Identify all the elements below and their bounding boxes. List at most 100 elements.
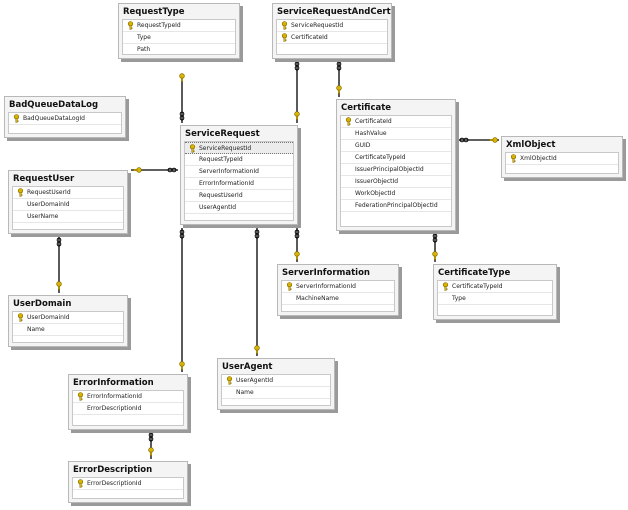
column-row[interactable]: UserName <box>13 211 123 223</box>
infinity-icon <box>167 167 177 173</box>
key-icon <box>294 251 300 260</box>
infinity-icon <box>459 137 469 143</box>
column-name: CertificateTypeId <box>452 283 503 290</box>
column-name: ErrorDescriptionId <box>87 405 142 412</box>
column-name: UserDomainId <box>27 201 70 208</box>
column-row[interactable]: ErrorInformationId <box>73 391 183 403</box>
column-name: Name <box>236 389 254 396</box>
column-row[interactable]: ServiceRequestId <box>277 20 387 32</box>
key-icon <box>56 281 62 290</box>
column-name: IssuerObjectId <box>355 178 399 185</box>
column-name: GUID <box>355 142 371 149</box>
column-row[interactable]: ErrorInformationId <box>185 178 293 190</box>
table-title: ErrorInformation <box>73 378 154 388</box>
column-row[interactable]: RequestUserId <box>13 187 123 199</box>
column-row[interactable]: CertificateTypeId <box>438 281 552 293</box>
column-row[interactable]: Name <box>222 387 330 399</box>
column-row[interactable]: ServerInformationId <box>185 166 293 178</box>
column-row[interactable]: Type <box>438 293 552 305</box>
infinity-icon <box>179 111 185 121</box>
column-name: ServiceRequestId <box>199 144 252 152</box>
column-row[interactable]: ErrorDescriptionId <box>73 478 183 490</box>
column-list: XmlObjectId <box>505 152 619 174</box>
column-name: FederationPrincipalObjectId <box>355 202 438 209</box>
infinity-icon <box>179 229 185 239</box>
column-row[interactable]: GUID <box>341 140 451 152</box>
column-row[interactable]: UserDomainId <box>13 312 123 324</box>
column-name: CertificateId <box>355 118 392 125</box>
column-row[interactable]: Name <box>13 324 123 336</box>
table-title: UserDomain <box>13 299 72 309</box>
column-row[interactable]: BadQueueDataLogId <box>9 113 121 125</box>
column-row[interactable]: CertificateTypeId <box>341 152 451 164</box>
column-name: RequestTypeId <box>137 22 181 29</box>
column-name: Type <box>137 34 151 41</box>
column-row[interactable]: CertificateId <box>341 116 451 128</box>
column-row[interactable]: RequestUserId <box>185 190 293 202</box>
table-title: ErrorDescription <box>73 465 153 475</box>
table-title: CertificateType <box>438 268 511 278</box>
key-icon <box>432 251 438 260</box>
table-title: UserAgent <box>222 362 273 372</box>
column-name: IssuerPrincipalObjectId <box>355 166 424 173</box>
key-icon <box>123 21 137 30</box>
column-row[interactable]: Type <box>123 32 235 44</box>
column-row[interactable]: FederationPrincipalObjectId <box>341 200 451 212</box>
key-icon <box>179 361 185 370</box>
infinity-icon <box>336 61 342 71</box>
table-title: Certificate <box>341 103 392 113</box>
column-row[interactable]: RequestTypeId <box>123 20 235 32</box>
column-row[interactable]: ServerInformationId <box>282 281 394 293</box>
table-title: RequestUser <box>13 174 75 184</box>
table-title: RequestType <box>123 7 185 17</box>
column-name: ErrorInformationId <box>199 180 254 187</box>
column-row[interactable]: CertificateId <box>277 32 387 44</box>
column-row[interactable]: UserDomainId <box>13 199 123 211</box>
key-icon <box>185 143 199 153</box>
column-name: Type <box>452 295 466 302</box>
key-icon <box>9 114 23 123</box>
column-name: BadQueueDataLogId <box>23 115 85 122</box>
column-name: ServerInformationId <box>199 168 259 175</box>
table-title: ServerInformation <box>282 268 370 278</box>
table-title: BadQueueDataLog <box>9 100 99 110</box>
column-row[interactable]: Path <box>123 44 235 54</box>
key-icon <box>438 282 452 291</box>
column-row[interactable]: XmlObjectId <box>506 153 618 165</box>
key-icon <box>489 137 498 143</box>
infinity-icon <box>148 432 154 442</box>
key-icon <box>13 188 27 197</box>
column-row[interactable]: UserAgentId <box>222 375 330 387</box>
column-name: UserAgentId <box>199 204 237 211</box>
column-row[interactable]: IssuerObjectId <box>341 176 451 188</box>
column-name: UserAgentId <box>236 377 274 384</box>
column-row[interactable]: HashValue <box>341 128 451 140</box>
column-name: XmlObjectId <box>520 155 557 162</box>
column-row[interactable]: RequestTypeId <box>185 154 293 166</box>
column-row[interactable]: MachineName <box>282 293 394 305</box>
column-row[interactable]: ErrorDescriptionId <box>73 403 183 415</box>
column-row[interactable]: WorkObjectId <box>341 188 451 200</box>
column-row[interactable]: UserAgentId <box>185 202 293 214</box>
column-row[interactable]: IssuerPrincipalObjectId <box>341 164 451 176</box>
column-row[interactable]: ServiceRequestId <box>185 142 293 154</box>
key-icon <box>336 85 342 94</box>
